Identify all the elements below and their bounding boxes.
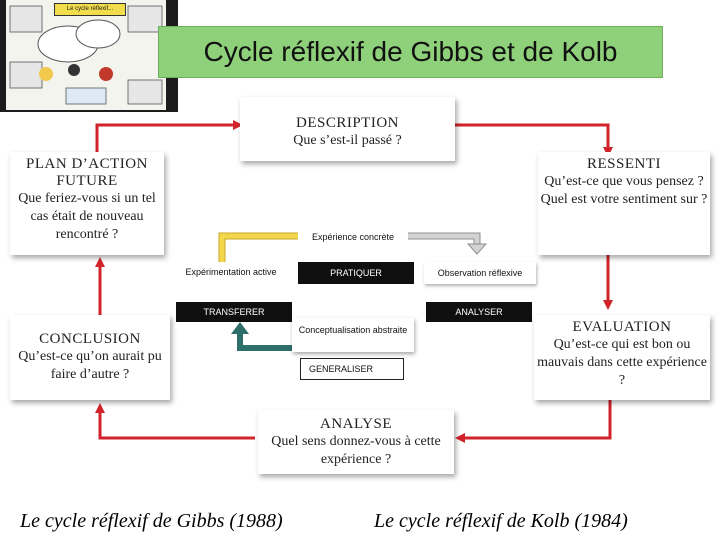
kolb-caption: Le cycle réflexif de Kolb (1984) <box>374 510 628 532</box>
thumbnail-canvas: Le cycle réflexif... <box>6 0 166 110</box>
analyse-text: Quel sens donnez-vous à cette expérience… <box>271 434 441 467</box>
page-title: Cycle réflexif de Gibbs et de Kolb <box>158 26 663 78</box>
kolb-transferer-label: TRANSFERER <box>176 302 292 322</box>
kolb-experimentation-label: Expérimentation active <box>176 262 286 282</box>
thumbnail-image: Le cycle réflexif... <box>0 0 178 112</box>
arrow-description-ressenti <box>455 123 613 157</box>
kolb-conceptualisation-label: Conceptualisation abstraite <box>292 318 414 352</box>
arrow-analyse-conclusion <box>95 403 255 440</box>
kolb-arrow-grey <box>408 233 480 244</box>
thumbnail-label: Le cycle réflexif... <box>54 3 126 16</box>
plan-heading: PLAN D’ACTION FUTURE <box>26 156 148 189</box>
plan-box: PLAN D’ACTION FUTURE Que feriez-vous si … <box>10 152 164 255</box>
conclusion-heading: CONCLUSION <box>39 331 141 347</box>
kolb-generaliser-label: GENERALISER <box>300 358 404 380</box>
ressenti-box: RESSENTI Qu’est-ce que vous pensez ? Que… <box>538 152 710 255</box>
analyse-heading: ANALYSE <box>320 416 392 432</box>
evaluation-heading: EVALUATION <box>572 319 672 335</box>
description-box: DESCRIPTION Que s’est-il passé ? <box>240 97 455 161</box>
arrow-evaluation-analyse <box>455 400 612 443</box>
gibbs-caption: Le cycle réflexif de Gibbs (1988) <box>20 510 283 532</box>
description-text: Que s’est-il passé ? <box>293 133 402 148</box>
plan-text: Que feriez-vous si un tel cas était de n… <box>18 191 156 242</box>
arrow-plan-description <box>95 120 243 152</box>
thumbnail-drawing <box>9 5 163 105</box>
conclusion-box: CONCLUSION Qu’est-ce qu’on aurait pu fai… <box>10 315 170 400</box>
description-heading: DESCRIPTION <box>295 115 399 131</box>
kolb-analyser-label: ANALYSER <box>426 302 532 322</box>
evaluation-text: Qu’est-ce qui est bon ou mauvais dans ce… <box>537 337 707 388</box>
kolb-observation-label: Observation réflexive <box>424 262 536 284</box>
kolb-arrow-teal <box>237 332 292 351</box>
conclusion-text: Qu’est-ce qu’on aurait pu faire d’autre … <box>18 349 162 382</box>
ressenti-heading: RESSENTI <box>586 156 661 172</box>
kolb-pratiquer-label: PRATIQUER <box>298 262 414 284</box>
analyse-box: ANALYSE Quel sens donnez-vous à cette ex… <box>258 410 454 474</box>
evaluation-box: EVALUATION Qu’est-ce qui est bon ou mauv… <box>534 315 710 400</box>
kolb-experience-label: Expérience concrète <box>298 227 408 247</box>
ressenti-text: Qu’est-ce que vous pensez ? Quel est vot… <box>540 174 708 207</box>
